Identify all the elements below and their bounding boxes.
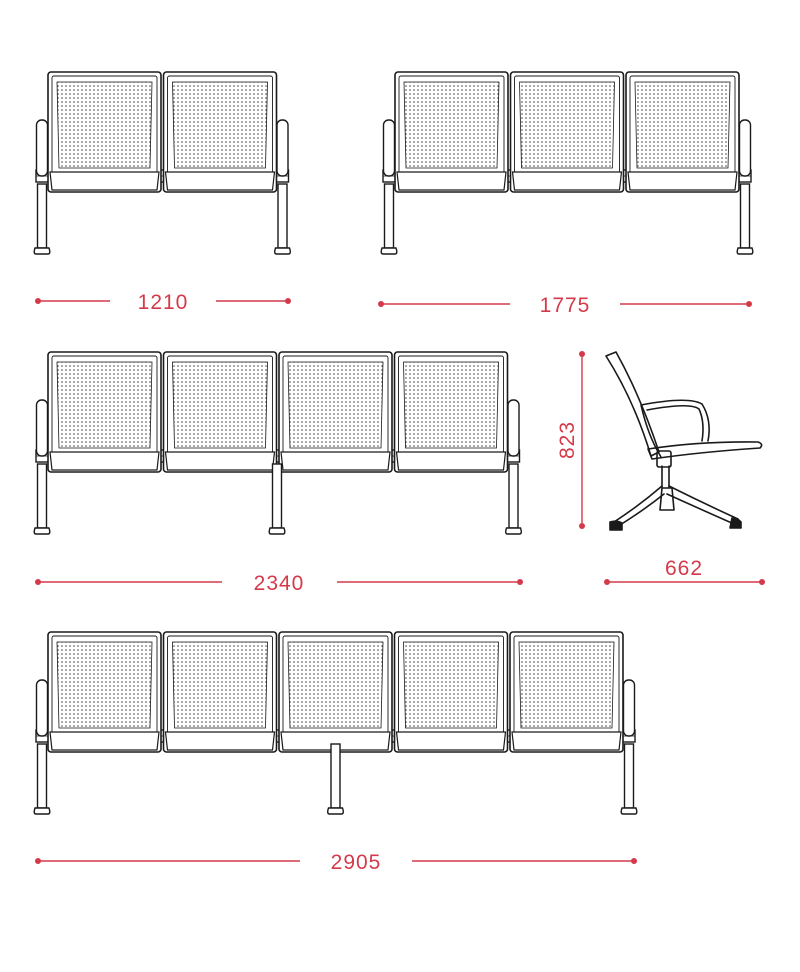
dimension-width-four-seat: 2340 (35, 572, 523, 595)
height-label: 823 (556, 421, 579, 459)
dimension-endpoint-right (285, 298, 291, 304)
seat-front-edge (164, 731, 276, 751)
seat-perforated-panel (172, 81, 268, 169)
bench-leg (623, 743, 635, 809)
width-label-four-seat: 2340 (254, 572, 305, 595)
seat-perforated-panel (56, 641, 153, 729)
bench-armrest (738, 119, 752, 177)
seat-perforated-panel (172, 641, 268, 729)
dimension-width-two-seat: 1210 (35, 291, 291, 314)
bench-three-seat (380, 71, 754, 255)
bench-foot (620, 807, 638, 815)
side-armrest (640, 399, 710, 458)
side-backrest (605, 351, 660, 457)
seat-front-edge (395, 451, 507, 471)
seat-perforated-panel (287, 361, 384, 449)
seat-perforated-panel (518, 641, 615, 729)
bench-leg (277, 183, 288, 249)
seat-perforated-panel (634, 81, 731, 169)
seat-perforated-panel (56, 361, 153, 449)
bench-armrest (35, 679, 49, 737)
bench-four-seat (33, 351, 522, 535)
dimension-endpoint-bottom (579, 523, 585, 529)
seat-front-edge (395, 731, 507, 751)
bench-armrest (35, 399, 49, 457)
seat-front-edge (164, 171, 276, 191)
seat-front-edge (627, 171, 738, 191)
bench-foot (380, 247, 398, 255)
bench-armrest (35, 119, 49, 177)
bench-five-seat (33, 631, 638, 815)
bench-leg (508, 463, 519, 529)
side-leg-center (659, 487, 675, 511)
seat-perforated-panel (56, 81, 153, 169)
dimension-endpoint-left (35, 579, 41, 585)
bench-leg (36, 743, 48, 809)
bench-foot (274, 247, 291, 255)
seat-perforated-panel (172, 361, 268, 449)
width-label-five-seat: 2905 (331, 851, 382, 874)
seat-front-edge (511, 731, 622, 751)
bench-foot (33, 807, 51, 815)
side-leg-right (666, 485, 739, 525)
bench-two-seat (33, 71, 291, 255)
bench-leg (383, 183, 395, 249)
side-view-seat (605, 351, 763, 531)
seat-perforated-panel (519, 81, 615, 169)
bench-foot (327, 807, 344, 815)
bench-leg (36, 183, 48, 249)
seat-perforated-panel (403, 81, 500, 169)
bench-leg (271, 463, 283, 529)
seat-perforated-panel (287, 641, 384, 729)
side-foot-left (609, 520, 623, 531)
seat-perforated-panel (403, 361, 499, 449)
seat-front-edge (396, 171, 507, 191)
seat-front-edge (49, 731, 160, 751)
dimension-endpoint-left (35, 298, 41, 304)
depth-label: 662 (665, 557, 703, 580)
dimension-endpoint-right (746, 301, 752, 307)
side-leg-left (613, 485, 665, 526)
side-seat-pan (647, 441, 763, 460)
side-beam (656, 450, 672, 468)
bench-foot (33, 247, 51, 255)
side-column (661, 465, 670, 488)
seat-front-edge (280, 451, 391, 471)
seat-front-edge (164, 451, 276, 471)
dimension-width-three-seat: 1775 (378, 294, 752, 317)
dimension-endpoint-left (35, 858, 41, 864)
width-label-two-seat: 1210 (138, 291, 189, 314)
bench-armrest (507, 399, 520, 457)
bench-armrest (382, 119, 396, 177)
seat-front-edge (49, 171, 160, 191)
bench-foot (736, 247, 754, 255)
bench-leg (739, 183, 751, 249)
seat-front-edge (280, 731, 391, 751)
dimension-endpoint-left (378, 301, 384, 307)
side-foot-right (729, 517, 742, 529)
width-label-three-seat: 1775 (540, 294, 591, 317)
bench-leg (330, 743, 341, 809)
bench-foot (33, 527, 51, 535)
dimension-endpoint-top (579, 351, 585, 357)
dimension-width-five-seat: 2905 (35, 851, 637, 874)
seat-front-edge (49, 451, 160, 471)
dimension-endpoint-right (631, 858, 637, 864)
dimension-endpoint-left (604, 579, 610, 585)
bench-foot (268, 527, 286, 535)
seat-perforated-panel (403, 641, 499, 729)
dimension-endpoint-right (759, 579, 765, 585)
bench-foot (505, 527, 522, 535)
dimension-height: 823 (556, 351, 585, 529)
bench-armrest (622, 679, 636, 737)
bench-armrest (276, 119, 289, 177)
dimension-depth: 662 (604, 557, 765, 585)
bench-leg (36, 463, 48, 529)
seat-front-edge (511, 171, 623, 191)
dimension-endpoint-right (517, 579, 523, 585)
